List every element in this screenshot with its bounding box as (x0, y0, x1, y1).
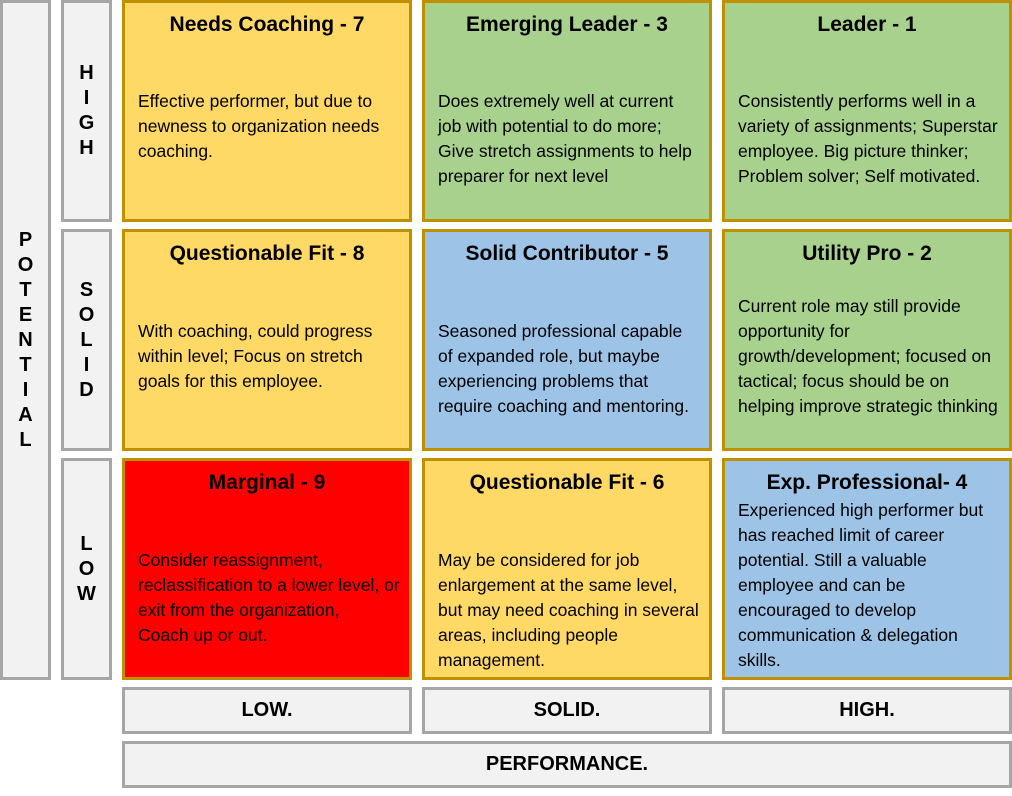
vertical-letter: T (19, 353, 32, 376)
column-label-solid: SOLID. (422, 687, 712, 734)
vertical-letter: L (80, 532, 93, 555)
vertical-letter: H (79, 62, 94, 84)
box-text: Current role may still provide opportuni… (738, 296, 998, 416)
box-title: Utility Pro - 2 (802, 242, 932, 265)
box-title: Needs Coaching - 7 (169, 13, 365, 36)
box-questionable-fit-8: Questionable Fit - 8 With coaching, could… (122, 229, 412, 451)
vertical-letter: I (83, 87, 90, 109)
vertical-letter: L (80, 328, 93, 351)
box-solid-contributor: Solid Contributor - 5 Seasoned profession… (422, 229, 712, 451)
vertical-letter: O (78, 303, 95, 326)
vertical-letter: D (79, 378, 94, 401)
vertical-letter: H (79, 137, 94, 159)
vertical-letter: G (78, 112, 95, 134)
box-text: Consider reassignment, reclassification … (138, 550, 400, 645)
box-text: Effective performer, but due to newness … (138, 91, 380, 161)
vertical-letter: E (18, 303, 33, 326)
column-label-low: LOW. (122, 687, 412, 734)
box-text: Experienced high performer but has reach… (738, 500, 984, 670)
vertical-letter: S (79, 278, 94, 301)
box-leader: Leader - 1 Consistently performs well in … (722, 0, 1012, 222)
box-text: Seasoned professional capable of expande… (438, 321, 689, 416)
box-title: Marginal - 9 (208, 471, 326, 494)
vertical-letter: P (18, 228, 33, 251)
box-marginal: Marginal - 9 Consider reassignment, recla… (122, 458, 412, 680)
vertical-letter: W (77, 582, 96, 605)
box-needs-coaching: Needs Coaching - 7 Effective performer, b… (122, 0, 412, 222)
box-title: Emerging Leader - 3 (466, 13, 668, 36)
vertical-letter: T (19, 278, 32, 301)
vertical-letter: N (18, 328, 33, 351)
box-title: Questionable Fit - 8 (169, 242, 365, 265)
column-label-high: HIGH. (722, 687, 1012, 734)
box-text: Does extremely well at current job with … (438, 91, 692, 186)
performance-axis-label: PERFORMANCE. (122, 741, 1012, 788)
box-questionable-fit-6: Questionable Fit - 6 May be considered fo… (422, 458, 712, 680)
box-text: May be considered for job enlargement at… (438, 550, 699, 670)
vertical-letter: L (19, 428, 32, 451)
vertical-letter: I (22, 378, 29, 401)
vertical-letter: A (18, 403, 33, 426)
box-title: Questionable Fit - 6 (469, 471, 665, 494)
box-title: Solid Contributor - 5 (465, 242, 669, 265)
box-title: Exp. Professional- 4 (766, 471, 968, 494)
vertical-letter: I (83, 353, 90, 376)
vertical-letter: O (78, 557, 95, 580)
vertical-letter: O (17, 253, 34, 276)
box-title: Leader - 1 (817, 13, 917, 36)
box-exp-professional: Exp. Professional- 4 Experienced high per… (722, 458, 1012, 680)
box-text: With coaching, could progress within lev… (138, 321, 373, 391)
box-utility-pro: Utility Pro - 2 Current role may still pr… (722, 229, 1012, 451)
box-text: Consistently performs well in a variety … (738, 91, 998, 186)
box-emerging-leader: Emerging Leader - 3 Does extremely well a… (422, 0, 712, 222)
